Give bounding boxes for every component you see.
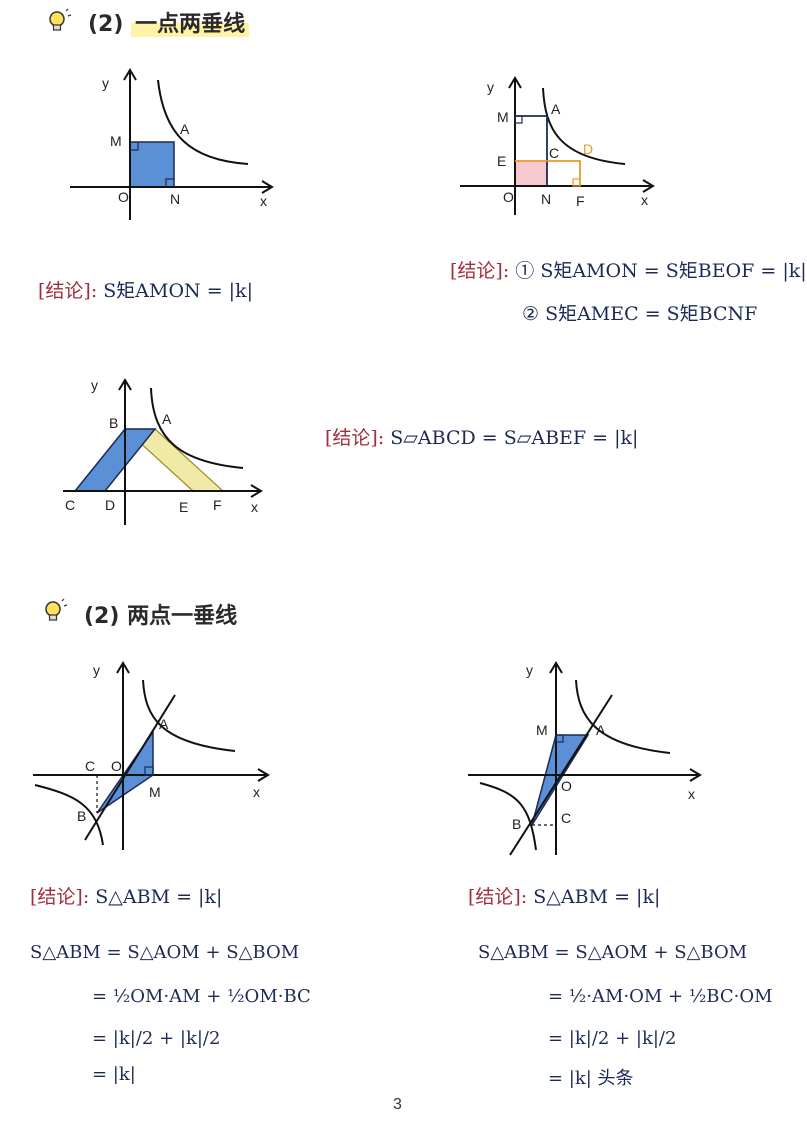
label-m: M [149,784,161,800]
label-x: x [253,784,260,800]
derivation-right-line-4: = |k| 头条 [548,1068,634,1089]
conclusion-4-formula: S△ABM = |k| [95,886,223,908]
label-y: y [102,75,109,91]
label-e: E [497,153,506,169]
hyperbola-branch-2 [479,782,537,851]
hyperbola-branch-2 [34,784,104,846]
line-ab [509,694,613,856]
hyperbola-branch-1 [575,679,671,754]
figure-4: y A C O M B x [33,661,270,850]
derivation-right-line-1: S△ABM = S△AOM + S△BOM [478,942,748,963]
conclusion-5: [结论]: S△ABM = |k| [468,886,661,908]
conclusion-label: [结论] [450,260,503,282]
label-o: O [118,189,129,205]
label-o: O [503,189,514,205]
label-d: D [583,141,593,157]
label-a: A [180,121,190,137]
label-c: C [85,758,95,774]
conclusion-2b: ② S矩AMEC = S矩BCNF [522,299,757,326]
label-n: N [541,191,551,207]
section2-heading: (2) 两点一垂线 [84,598,237,630]
label-x: x [260,193,267,209]
lightbulb-icon [40,598,68,631]
derivation-right-line-2: = ½·AM·OM + ½BC·OM [548,986,773,1007]
label-c: C [65,497,75,513]
label-y: y [526,662,533,678]
label-a: A [159,716,169,732]
label-o: O [111,758,122,774]
label-x: x [251,499,258,515]
label-y: y [487,79,494,95]
conclusion-2-line2: ② S矩AMEC = S矩BCNF [522,303,758,325]
label-e: E [179,499,188,515]
hyperbola-branch-1 [142,679,236,752]
label-b: B [512,816,521,832]
label-n: N [170,191,180,207]
page-number: 3 [393,1096,402,1113]
conclusion-2-line1: ① S矩AMON = S矩BEOF = |k| [515,260,807,282]
label-a: A [162,411,172,427]
section1-number: (2) [88,12,124,37]
conclusion-label: [结论] [38,280,91,302]
conclusion-3: [结论]: S▱ABCD = S▱ABEF = |k| [325,427,639,449]
section1-heading: (2) 一点两垂线 [88,6,250,38]
hyperbola-curve [157,79,249,165]
conclusion-3-formula: S▱ABCD = S▱ABEF = |k| [390,427,639,449]
label-y: y [93,662,100,678]
rectangle-beof-outline [515,160,581,186]
label-x: x [641,192,648,208]
conclusion-4: [结论]: S△ABM = |k| [30,886,223,908]
conclusion-label: [结论] [30,886,83,908]
conclusion-label: [结论] [468,886,521,908]
label-a: A [596,722,606,738]
figure-2: y M A E C D O N F x [460,76,655,215]
label-m: M [110,133,122,149]
label-o: O [561,778,572,794]
label-x: x [688,786,695,802]
conclusion-2: [结论]: ① S矩AMON = S矩BEOF = |k| [450,260,807,282]
conclusion-5-formula: S△ABM = |k| [533,886,661,908]
derivation-left-line-3: = |k|/2 + |k|/2 [92,1028,221,1049]
section1-title: 一点两垂线 [131,12,250,37]
derivation-left-line-2: = ½OM·AM + ½OM·BC [92,986,311,1007]
triangle-abm [531,734,590,826]
pink-rectangle-eoco [515,161,547,186]
label-y: y [91,377,98,393]
label-f: F [576,193,585,209]
derivation-left-line-4: = |k| [92,1064,136,1085]
lightbulb-icon [44,8,72,41]
label-b: B [77,808,86,824]
hyperbola-curve [150,387,244,469]
derivation-right-line-3: = |k|/2 + |k|/2 [548,1028,677,1049]
figure-3: y B A C D E F x [63,377,263,525]
label-m: M [536,722,548,738]
conclusion-label: [结论] [325,427,378,449]
rectangle-amon [129,141,175,188]
rectangle-amon-outline [515,115,548,186]
label-m: M [497,109,509,125]
line-ab [84,694,176,841]
section2-number: (2) [84,604,120,629]
figure-1: y M A O N x [70,68,274,220]
section2-title: 两点一垂线 [127,604,238,629]
parallelogram-abcd [73,428,157,492]
label-a: A [551,101,561,117]
conclusion-1-formula: S矩AMON = |k| [103,280,253,302]
label-c: C [549,145,559,161]
label-d: D [105,497,115,513]
label-f: F [213,497,222,513]
label-b: B [109,415,118,431]
conclusion-1: [结论]: S矩AMON = |k| [38,280,253,302]
figure-5: y M A O B C x [468,661,702,856]
derivation-left-line-1: S△ABM = S△AOM + S△BOM [30,942,300,963]
hyperbola-curve [542,87,626,165]
label-c: C [561,810,571,826]
